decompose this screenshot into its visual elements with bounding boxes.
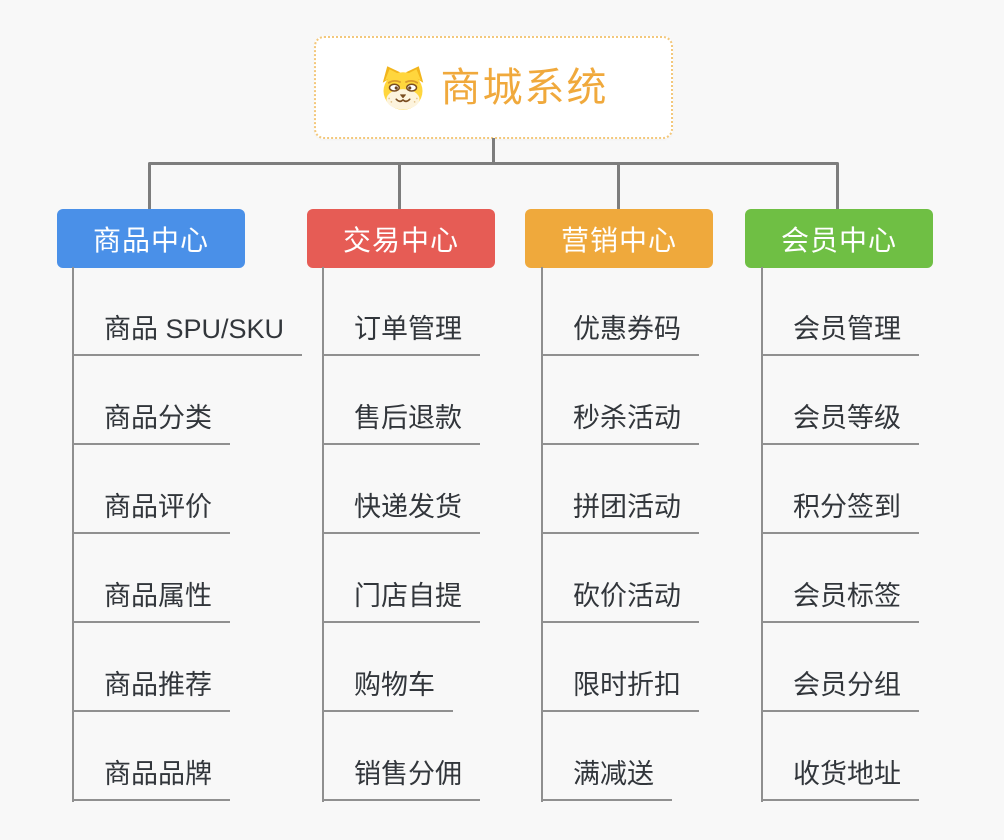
leaf-node[interactable]: 快递发货 <box>322 488 480 534</box>
leaf-node[interactable]: 会员管理 <box>761 310 919 356</box>
leaf-node[interactable]: 砍价活动 <box>541 577 699 623</box>
leaf-node[interactable]: 积分签到 <box>761 488 919 534</box>
leaf-node[interactable]: 订单管理 <box>322 310 480 356</box>
leaf-node[interactable]: 销售分佣 <box>322 755 480 801</box>
connector-trunk-4 <box>761 267 763 802</box>
leaf-node[interactable]: 满减送 <box>541 755 672 801</box>
branch-node-product-center[interactable]: 商品中心 <box>57 209 245 268</box>
connector-trunk-2 <box>322 267 324 802</box>
leaf-node[interactable]: 秒杀活动 <box>541 399 699 445</box>
leaf-node[interactable]: 商品品牌 <box>72 755 230 801</box>
leaf-node[interactable]: 会员等级 <box>761 399 919 445</box>
branch-node-marketing-center[interactable]: 营销中心 <box>525 209 713 268</box>
leaf-node[interactable]: 收货地址 <box>761 755 919 801</box>
leaf-node[interactable]: 门店自提 <box>322 577 480 623</box>
leaf-node[interactable]: 商品属性 <box>72 577 230 623</box>
connector-root-drop <box>492 138 495 163</box>
connector-drop-2 <box>398 164 401 209</box>
connector-bus <box>148 162 839 165</box>
connector-trunk-1 <box>72 267 74 802</box>
branch-node-member-center[interactable]: 会员中心 <box>745 209 933 268</box>
leaf-node[interactable]: 会员分组 <box>761 666 919 712</box>
leaf-node[interactable]: 商品评价 <box>72 488 230 534</box>
branch-node-trade-center[interactable]: 交易中心 <box>307 209 495 268</box>
leaf-node[interactable]: 限时折扣 <box>541 666 699 712</box>
connector-drop-1 <box>148 164 151 209</box>
leaf-node[interactable]: 商品分类 <box>72 399 230 445</box>
shiba-dog-icon <box>379 65 427 111</box>
connector-drop-4 <box>836 164 839 209</box>
root-title: 商城系统 <box>440 65 609 110</box>
leaf-node[interactable]: 拼团活动 <box>541 488 699 534</box>
leaf-node[interactable]: 售后退款 <box>322 399 480 445</box>
connector-drop-3 <box>617 164 620 209</box>
leaf-node[interactable]: 商品 SPU/SKU <box>72 310 303 356</box>
leaf-node[interactable]: 商品推荐 <box>72 666 230 712</box>
leaf-node[interactable]: 优惠券码 <box>541 310 699 356</box>
connector-trunk-3 <box>541 267 543 802</box>
root-node[interactable]: 商城系统 <box>314 36 673 139</box>
leaf-node[interactable]: 会员标签 <box>761 577 919 623</box>
leaf-node[interactable]: 购物车 <box>322 666 453 712</box>
